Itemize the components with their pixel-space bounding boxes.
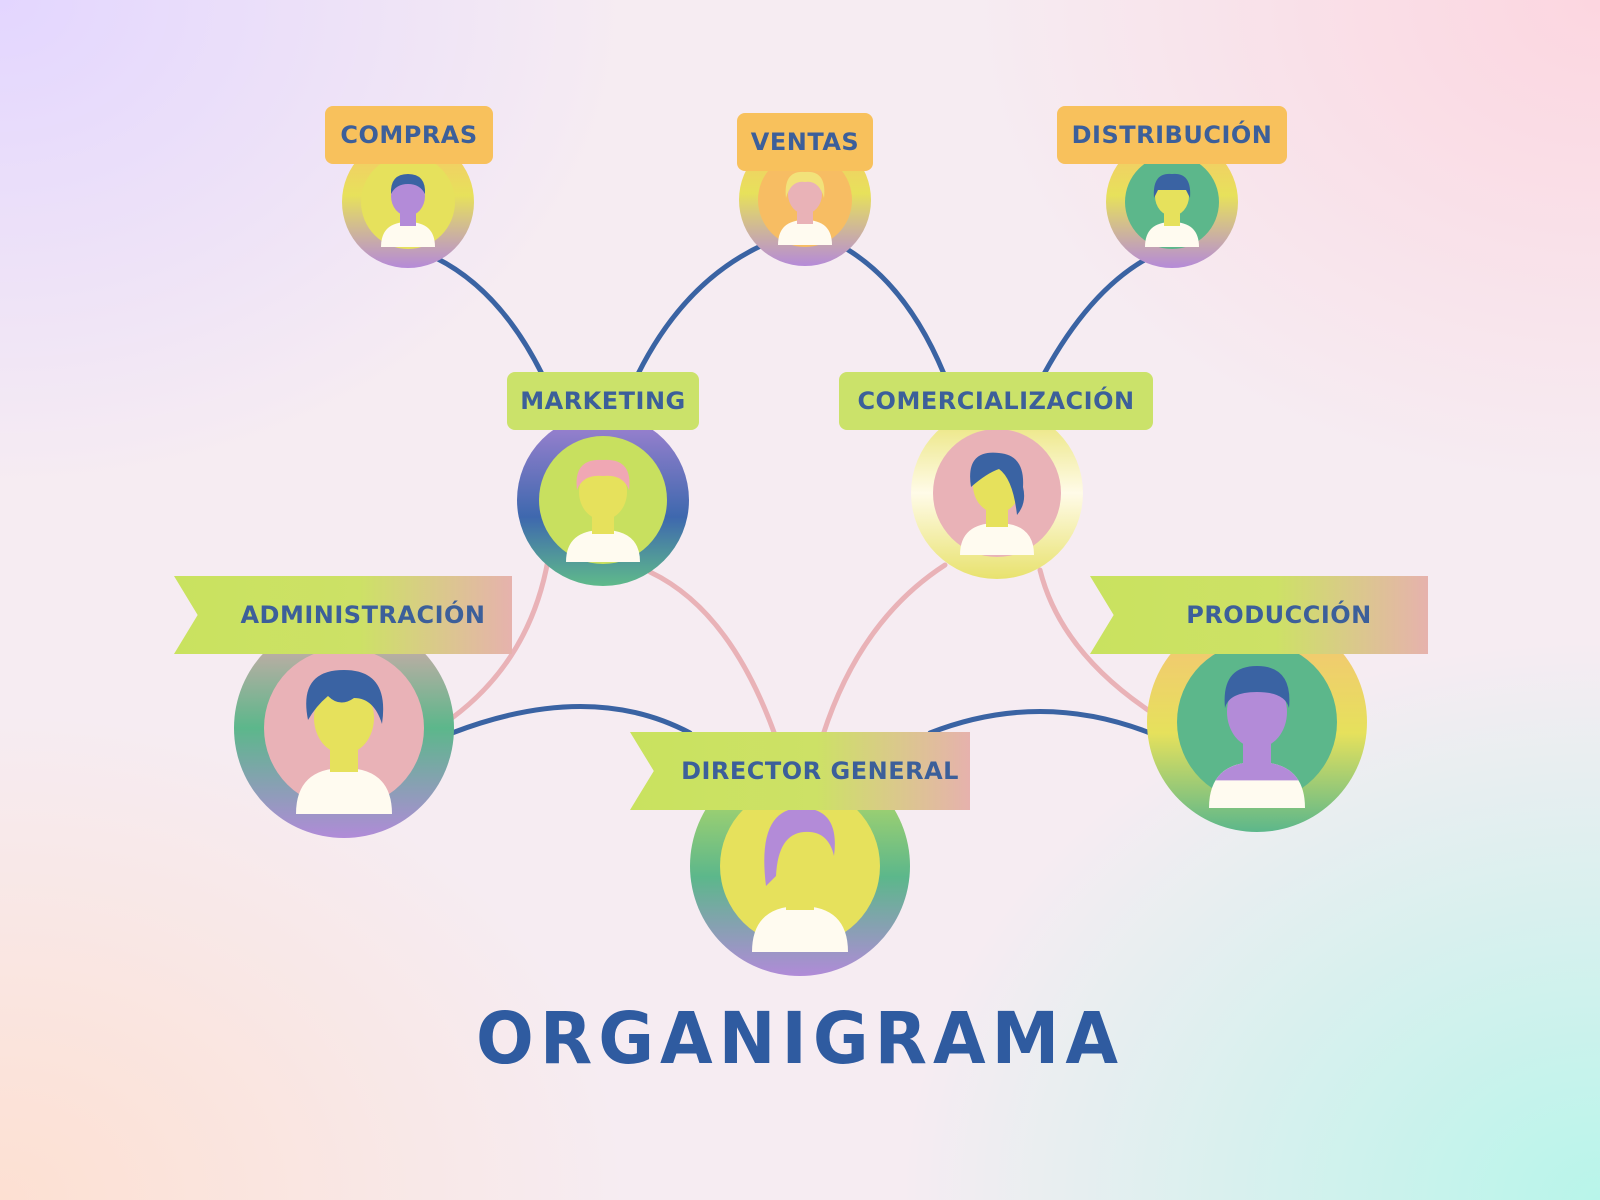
page-title: ORGANIGRAMA bbox=[476, 998, 1124, 1081]
person-avatar-icon bbox=[296, 670, 392, 814]
person-avatar-icon bbox=[960, 452, 1034, 555]
connector-produccion-comercializacion bbox=[1037, 567, 1151, 713]
person-avatar-icon bbox=[1145, 173, 1199, 247]
person-avatar-icon bbox=[1209, 666, 1305, 808]
node-label-produccion[interactable]: PRODUCCIÓN bbox=[1090, 576, 1428, 654]
avatar-compras bbox=[342, 136, 474, 268]
person-avatar-icon bbox=[752, 807, 848, 952]
connector-director-comercializacion bbox=[820, 562, 948, 738]
node-label-distribucion[interactable]: DISTRIBUCIÓN bbox=[1057, 106, 1287, 164]
connector-administracion-director bbox=[449, 704, 693, 736]
node-label-marketing[interactable]: MARKETING bbox=[507, 372, 699, 430]
avatar-distribucion bbox=[1106, 136, 1238, 268]
node-label-ventas[interactable]: VENTAS bbox=[737, 113, 873, 171]
avatar-comercializacion bbox=[911, 407, 1083, 579]
person-avatar-icon bbox=[381, 174, 435, 247]
connectors bbox=[433, 241, 1153, 738]
avatar-director bbox=[690, 756, 910, 976]
connector-director-marketing bbox=[647, 569, 778, 738]
node-label-comercializacion[interactable]: COMERCIALIZACIÓN bbox=[839, 372, 1153, 430]
person-avatar-icon bbox=[778, 171, 832, 245]
connector-marketing-ventas bbox=[635, 241, 768, 377]
node-label-administracion[interactable]: ADMINISTRACIÓN bbox=[174, 576, 512, 654]
node-label-director[interactable]: DIRECTOR GENERAL bbox=[630, 732, 970, 810]
connector-administracion-marketing bbox=[449, 557, 551, 721]
avatar-marketing bbox=[517, 414, 689, 586]
connector-produccion-director bbox=[927, 709, 1153, 736]
node-label-compras[interactable]: COMPRAS bbox=[325, 106, 493, 164]
connector-comercializacion-distribucion bbox=[1041, 255, 1151, 377]
connector-marketing-compras bbox=[433, 255, 545, 377]
person-avatar-icon bbox=[566, 459, 640, 562]
connector-comercializacion-ventas bbox=[835, 241, 947, 377]
avatar-produccion bbox=[1147, 612, 1367, 832]
avatar-administracion bbox=[234, 618, 454, 838]
